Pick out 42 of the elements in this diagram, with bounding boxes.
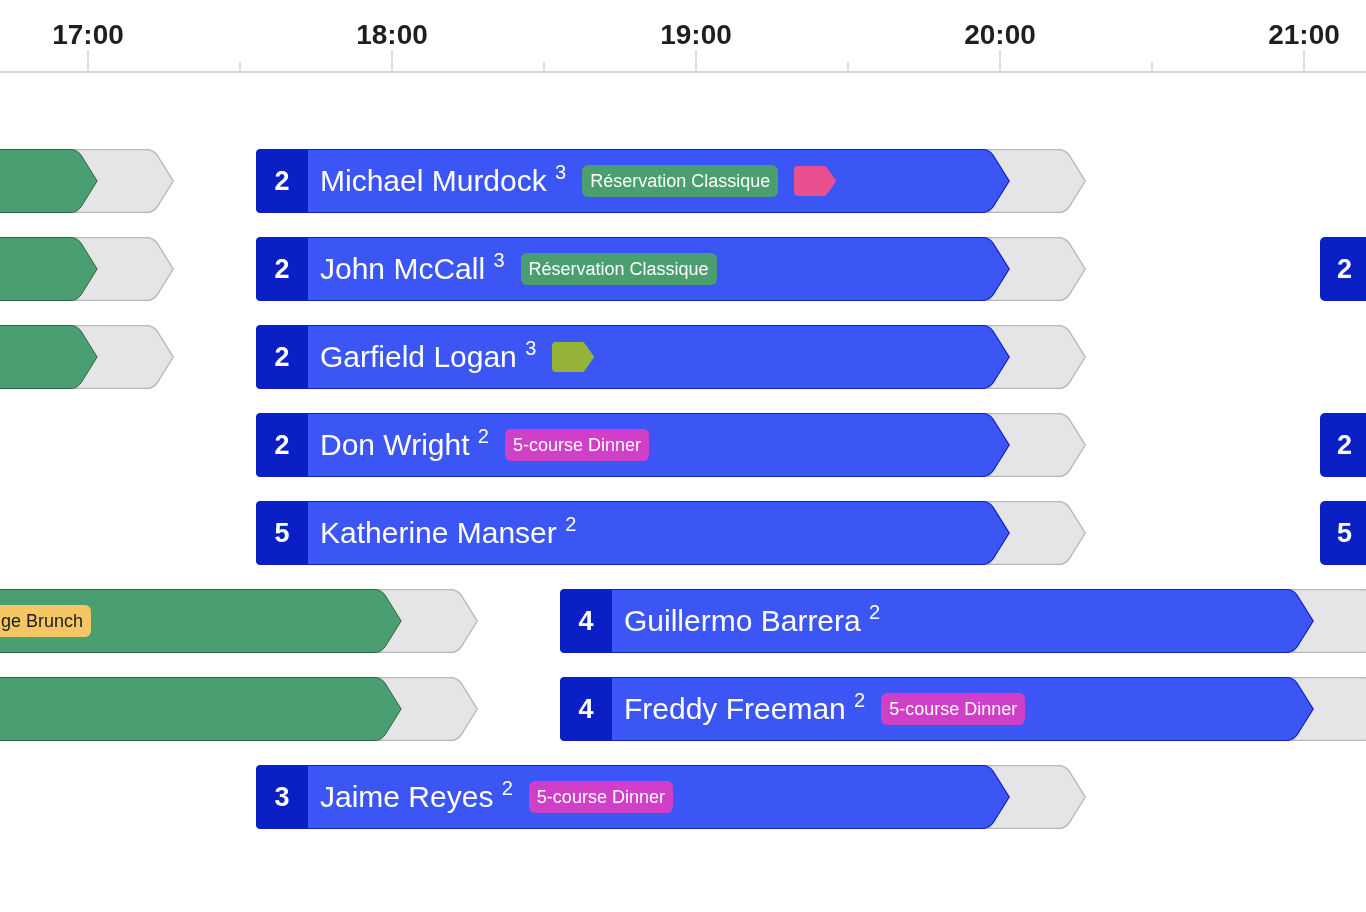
reservation-bar <box>560 677 1314 741</box>
offer-badge: ge Brunch <box>0 605 92 637</box>
reservation-bar <box>256 765 1010 829</box>
booking-bar <box>0 589 402 653</box>
time-label: 17:00 <box>52 19 124 51</box>
reservation-bar <box>256 237 1010 301</box>
guest-name: Don Wright $^{2}$ <box>320 430 489 460</box>
party-size: 5 <box>256 501 308 565</box>
time-label: 20:00 <box>964 19 1036 51</box>
guest-name: Jaime Reyes $^{2}$ <box>320 782 513 812</box>
offer-badge: Réservation Classique <box>582 165 779 197</box>
party-size: 2 <box>256 413 308 477</box>
reservation-bar <box>256 501 1010 565</box>
guest-name: Freddy Freeman $^{2}$ <box>624 694 866 724</box>
party-size: 4 <box>560 589 612 653</box>
party-size: 2 <box>256 325 308 389</box>
offer-badge: 5-course Dinner <box>528 781 673 813</box>
tag-icon <box>794 166 837 196</box>
guest-name: Michael Murdock $^{3}$ <box>320 166 567 196</box>
booking-bar <box>0 677 402 741</box>
offer-badge: Réservation Classique <box>520 253 717 285</box>
time-label: 21:00 <box>1268 19 1340 51</box>
reservation-bar <box>256 149 1010 213</box>
tag-icon <box>552 342 595 372</box>
reservation-bar <box>256 325 1010 389</box>
guest-name: Garfield Logan $^{3}$ <box>320 342 537 372</box>
party-size: 2 <box>1320 237 1366 301</box>
guest-name: Katherine Manser $^{2}$ <box>320 518 577 548</box>
time-label: 19:00 <box>660 19 732 51</box>
party-size: 2 <box>256 149 308 213</box>
reservation-bar <box>560 589 1314 653</box>
party-size: 2 <box>1320 413 1366 477</box>
guest-name: John McCall $^{3}$ <box>320 254 505 284</box>
party-size: 3 <box>256 765 308 829</box>
offer-badge: 5-course Dinner <box>881 693 1026 725</box>
offer-badge: 5-course Dinner <box>504 429 650 461</box>
guest-name: Guillermo Barrera $^{2}$ <box>624 606 881 636</box>
party-size: 5 <box>1320 501 1366 565</box>
reservation-bar <box>256 413 1010 477</box>
time-label: 18:00 <box>356 19 428 51</box>
party-size: 2 <box>256 237 308 301</box>
party-size: 4 <box>560 677 612 741</box>
